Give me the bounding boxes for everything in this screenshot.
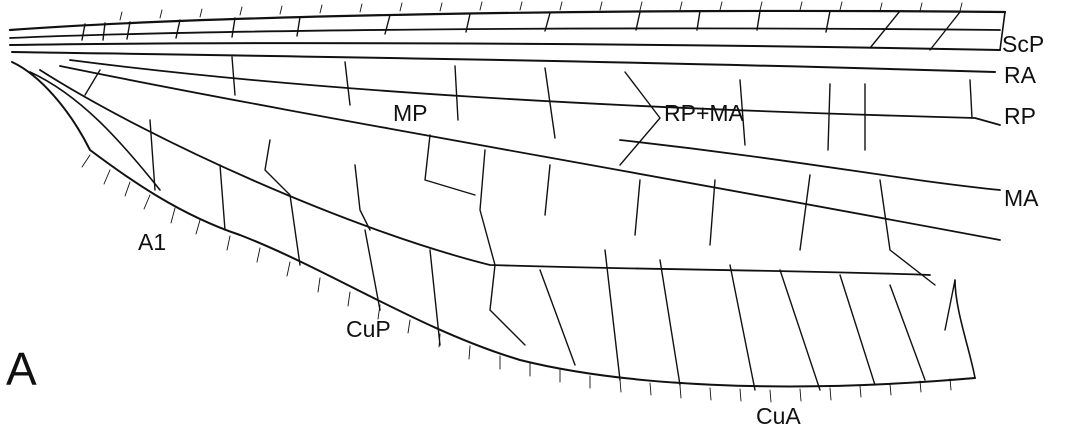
radial-crossveins [232, 57, 972, 165]
wing-posterior-margin [12, 62, 975, 386]
label-rp: RP [1004, 105, 1036, 128]
vein-rp [70, 60, 1000, 125]
label-mp: MP [393, 102, 428, 125]
label-ra: RA [1004, 64, 1036, 87]
panel-label: A [6, 346, 37, 392]
vein-mp [60, 66, 1000, 240]
label-cup: CuP [346, 318, 391, 341]
wing-costal-margin [10, 11, 1005, 30]
medial-crossveins [85, 70, 935, 285]
vein-costa-inner [10, 28, 1000, 38]
label-a1: A1 [138, 231, 166, 254]
vein-ra [12, 52, 995, 72]
vein-cu [40, 70, 930, 275]
vein-scp [10, 43, 1000, 50]
vein-ma [620, 140, 1000, 190]
marginal-setae [82, 155, 951, 402]
wing-apex [955, 12, 1005, 378]
label-ma: MA [1004, 187, 1039, 210]
cubital-crossveins [220, 165, 955, 390]
label-scp: ScP [1002, 33, 1044, 56]
label-rp-ma: RP+MA [664, 102, 744, 125]
label-cua: CuA [756, 405, 801, 428]
